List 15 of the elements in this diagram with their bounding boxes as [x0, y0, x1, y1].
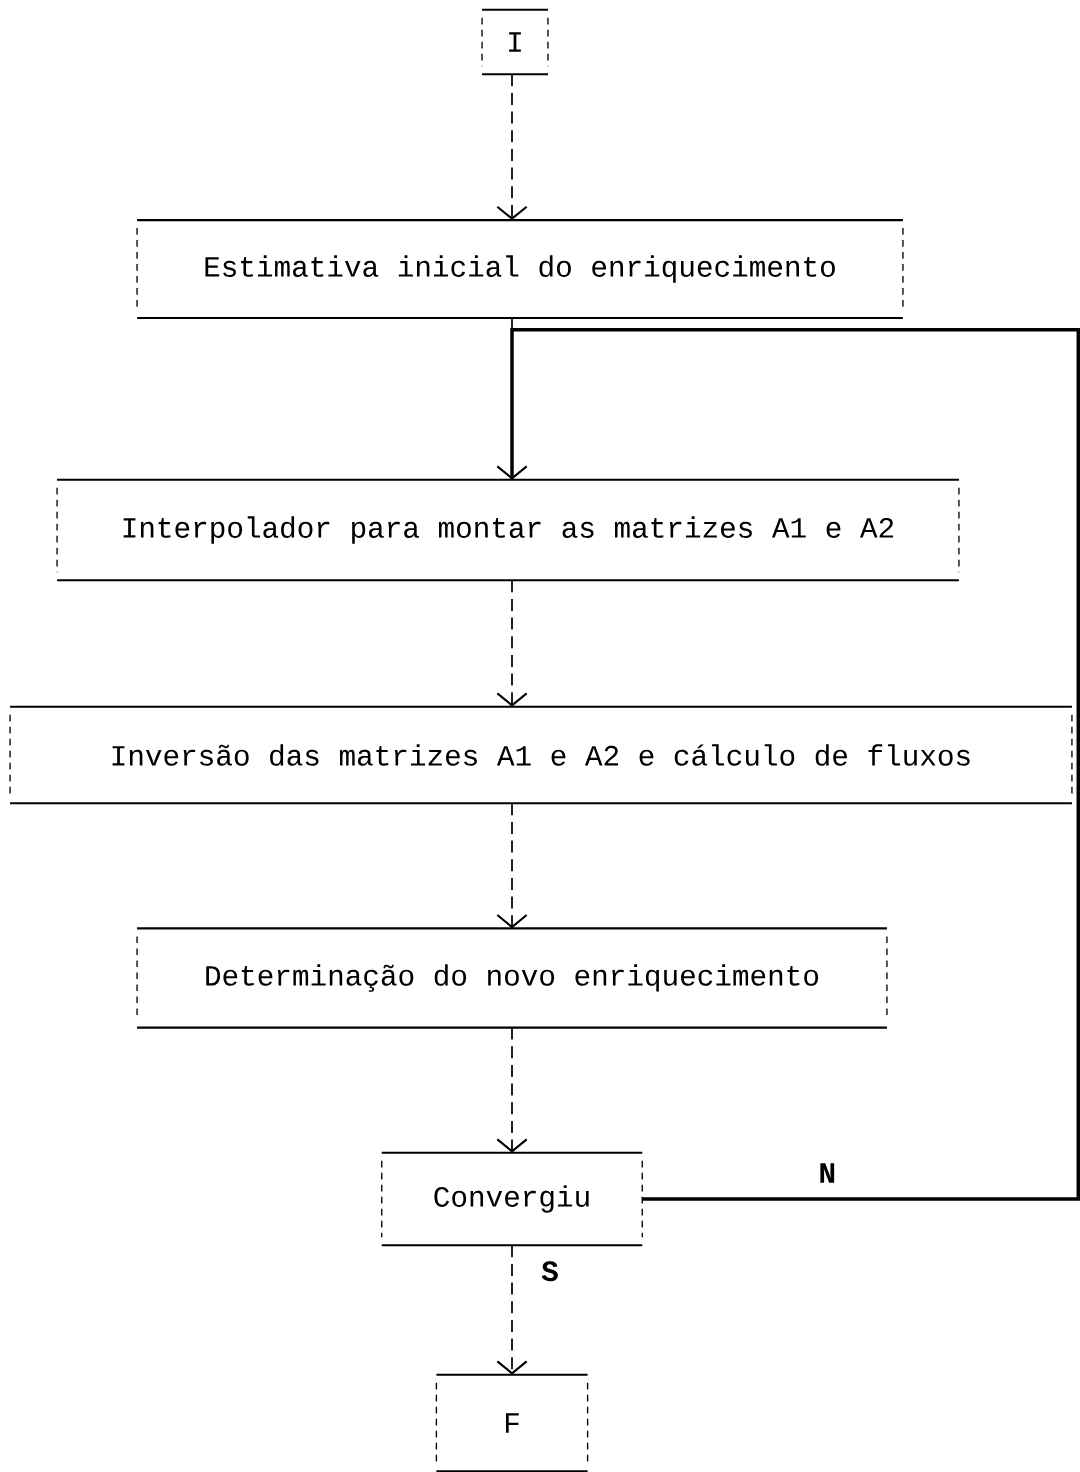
process-box: Estimativa inicial do enriquecimento [136, 219, 904, 319]
arrow [496, 1244, 528, 1375]
arrow [496, 579, 528, 707]
process-box: Convergiu [381, 1151, 643, 1247]
arrow [496, 317, 528, 480]
process-box: F [435, 1373, 589, 1472]
process-box: I [481, 8, 549, 76]
process-box: Interpolador para montar as matrizes A1 e A2 [56, 478, 960, 582]
edge-label: S [541, 1261, 558, 1282]
edge-label: N [820, 1163, 835, 1183]
arrow [496, 73, 528, 221]
process-box: Determinação do novo enriquecimento [136, 927, 888, 1029]
arrow [496, 1026, 528, 1153]
process-box: Inversão das matrizes A1 e A2 e cálculo de fluxos [9, 705, 1073, 805]
arrow [496, 802, 528, 929]
